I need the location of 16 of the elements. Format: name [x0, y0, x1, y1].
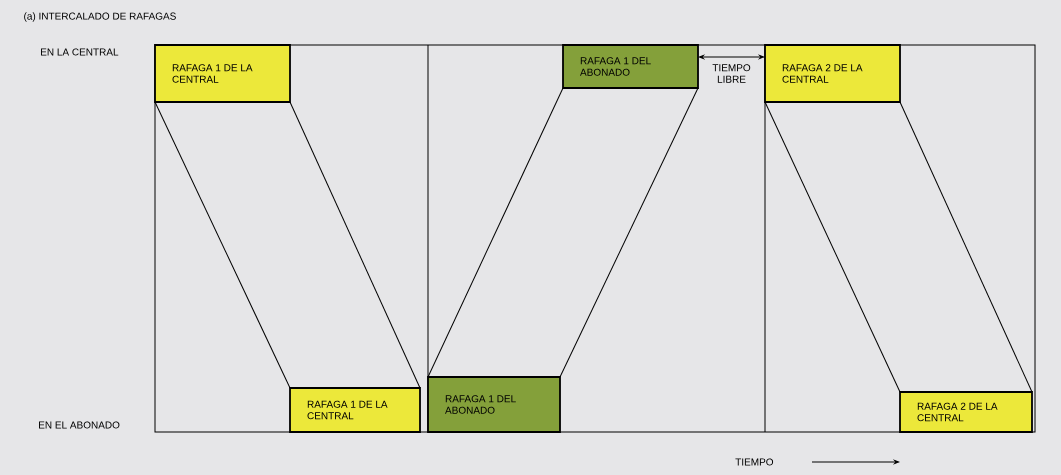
- burst-box: RAFAGA 1 DE LA CENTRAL: [289, 387, 421, 433]
- transmission-line: [289, 101, 421, 389]
- axis-label: TIEMPO: [735, 458, 774, 466]
- burst-box: RAFAGA 1 DE LA CENTRAL: [154, 44, 291, 103]
- title: (a) INTERCALADO DE RAFAGAS: [24, 12, 176, 22]
- axis-label: EN LA CENTRAL: [41, 48, 119, 56]
- transmission-line: [427, 87, 564, 378]
- burst-box: RAFAGA 1 DEL ABONADO: [427, 376, 561, 433]
- burst-box: RAFAGA 2 DE LA CENTRAL: [899, 391, 1033, 433]
- transmission-line: [764, 101, 901, 393]
- double-arrow: [698, 55, 765, 59]
- burst-box: RAFAGA 2 DE LA CENTRAL: [764, 44, 901, 103]
- edge-label: TIEMPO LIBRE: [708, 63, 755, 84]
- burst-box: RAFAGA 1 DEL ABONADO: [562, 44, 699, 89]
- transmission-line: [559, 87, 699, 378]
- axis-label: EN EL ABONADO: [39, 421, 120, 429]
